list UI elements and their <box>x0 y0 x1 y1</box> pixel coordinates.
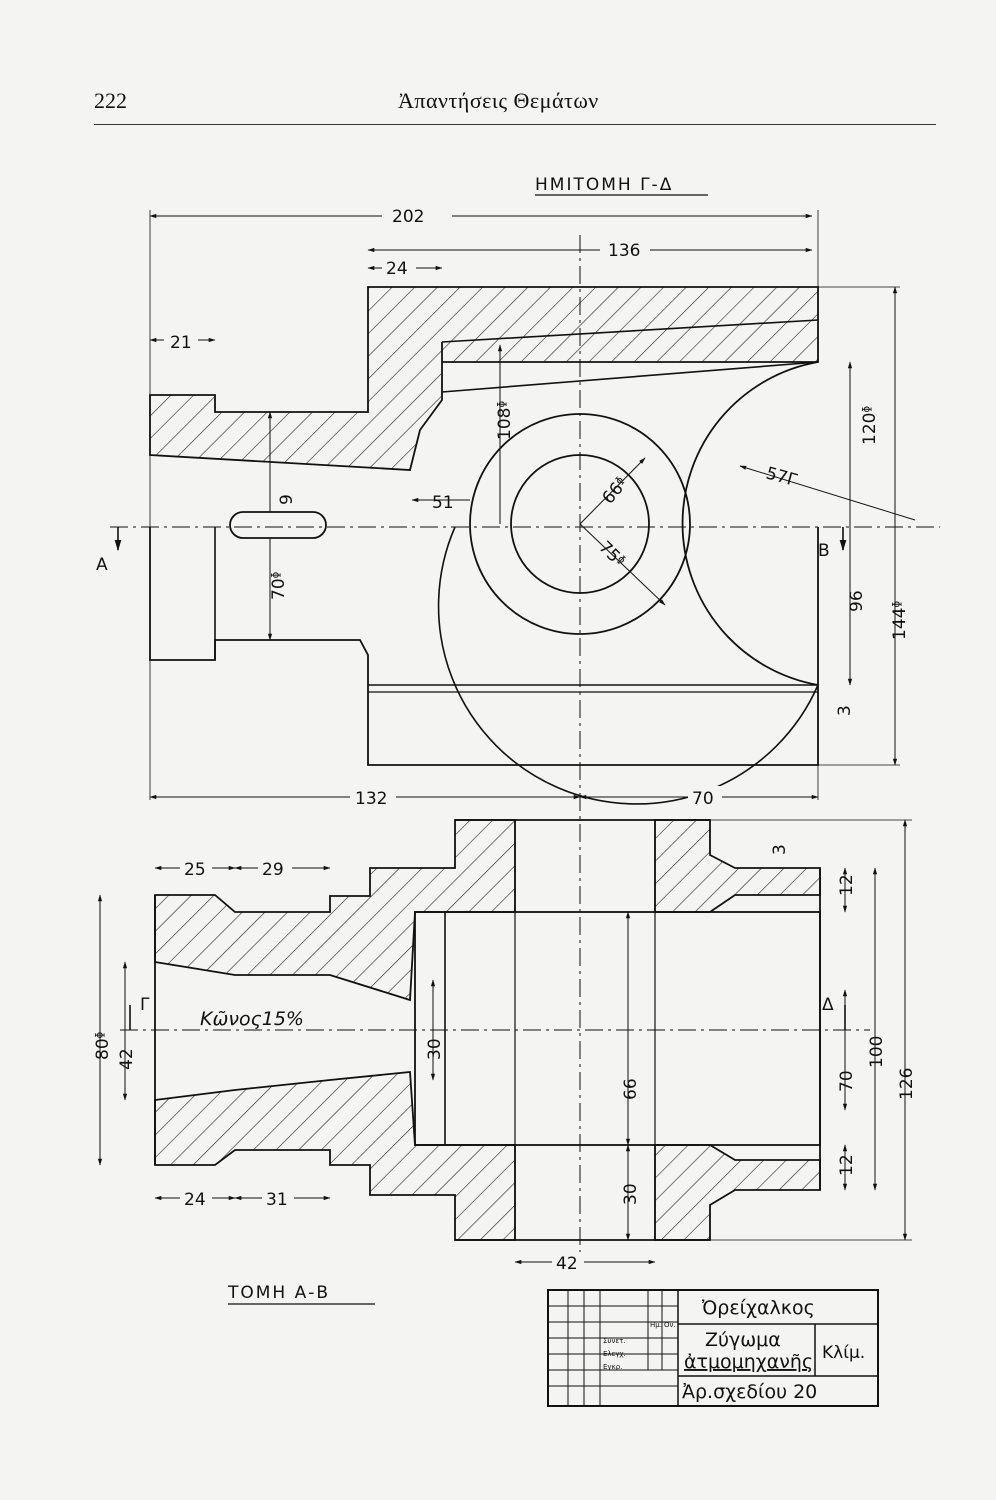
dim-66: 66ᶲ <box>599 473 633 508</box>
tb-col-label-2: Ον. <box>664 1321 676 1329</box>
dim-202: 202 <box>392 207 424 227</box>
dim-bg-42b <box>552 1252 584 1274</box>
page-number: 222 <box>94 88 127 113</box>
dim-70-diameter: 70ᶲ <box>269 571 289 600</box>
dim-66-bore: 66 <box>621 1078 641 1100</box>
dim-30-bore: 30 <box>425 1038 445 1060</box>
section-mark-g: Γ <box>140 995 150 1015</box>
dim-132: 132 <box>355 789 387 809</box>
lower-arc <box>437 526 819 805</box>
dim-bg-24 <box>382 256 416 278</box>
dim-line-66 <box>579 457 646 525</box>
dim-3-bottom: 3 <box>770 844 790 855</box>
bottom-view-title: ΤΟΜΗ Α-Β <box>227 1283 330 1303</box>
page-header: 222 Ἀπαντήσεις Θεμάτων <box>0 0 996 130</box>
slot-outline <box>229 511 327 539</box>
dim-bg-25 <box>180 858 212 880</box>
dim-30-flange: 30 <box>621 1183 641 1205</box>
dim-21: 21 <box>170 333 192 353</box>
top-hatched-body <box>149 286 819 471</box>
dim-31: 31 <box>266 1190 288 1210</box>
dim-bg-21 <box>164 330 198 352</box>
dim-29: 29 <box>262 860 284 880</box>
tb-scale: Κλίμ. <box>822 1343 865 1363</box>
tb-col-label-1: Ημ. <box>650 1321 662 1329</box>
dim-25: 25 <box>184 860 206 880</box>
dim-bg-31 <box>262 1188 294 1210</box>
tb-part-name-2: ἀτμομηχανῆς <box>684 1351 813 1373</box>
dim-12-top: 12 <box>837 874 857 896</box>
bottom-upper-right-hatched <box>654 819 821 913</box>
tb-row-label-1: Συνετ. <box>603 1337 626 1345</box>
dim-70-inner: 70 <box>837 1070 857 1092</box>
bottom-upper-hatched <box>154 819 516 1002</box>
dim-bg-29 <box>258 858 292 880</box>
header-rule <box>94 124 936 125</box>
top-taper-line-2 <box>441 319 819 343</box>
top-lower-outline <box>149 527 819 766</box>
running-title: Ἀπαντήσεις Θεμάτων <box>398 88 599 113</box>
dim-3-top: 3 <box>835 705 855 716</box>
dim-line-57 <box>739 465 916 521</box>
tb-material: Ὀρείχαλκος <box>702 1297 815 1319</box>
dim-9: 9 <box>277 494 297 505</box>
dim-bg-24b <box>180 1188 212 1210</box>
tb-drawing-no: Ἀρ.σχεδίου 20 <box>682 1381 817 1403</box>
dim-bg-136 <box>600 238 650 260</box>
title-block-frame <box>547 1289 879 1407</box>
taper-note: Κῶνος15% <box>200 1008 304 1030</box>
bottom-view: Γ Δ Κῶνος15% 25 29 80ᶲ 42 30 66 30 42 24… <box>93 819 917 1305</box>
dim-96: 96 <box>847 590 867 612</box>
dim-24-top: 24 <box>386 259 408 279</box>
section-mark-d: Δ <box>822 995 834 1015</box>
right-arc <box>681 361 819 686</box>
bore-outline <box>414 911 821 1146</box>
dim-57: 57Γ <box>764 464 800 492</box>
tb-part-name-1: Ζύγωμα <box>705 1329 781 1351</box>
dim-120: 120ᶲ <box>860 406 880 445</box>
dim-42-bottom: 42 <box>556 1254 578 1274</box>
dim-80: 80ᶲ <box>93 1031 113 1060</box>
dim-bg-70b <box>688 786 722 808</box>
title-block: Ημ. Ον. Συνετ. Ελεγχ. Εγκρ. Ὀρείχαλκος Ζ… <box>547 1289 879 1407</box>
dim-144: 144ᶲ <box>890 601 910 640</box>
dim-70-length: 70 <box>692 789 714 809</box>
dim-126: 126 <box>897 1068 917 1100</box>
bottom-lower-right-hatched <box>654 1144 821 1241</box>
dim-bg-202 <box>382 204 452 226</box>
top-view-title: ΗΜΙΤΟΜΗ Γ-Δ <box>535 175 673 195</box>
dim-100: 100 <box>867 1036 887 1068</box>
tb-row-label-2: Ελεγχ. <box>603 1350 626 1358</box>
dim-24-bottom: 24 <box>184 1190 206 1210</box>
dim-bg-132 <box>350 786 396 808</box>
dim-42-left: 42 <box>117 1048 137 1070</box>
section-mark-b: Β <box>818 541 830 561</box>
section-mark-a: Α <box>96 555 108 575</box>
bottom-lower-hatched <box>154 1071 516 1241</box>
tb-row-label-3: Εγκρ. <box>603 1363 622 1371</box>
dim-line-75 <box>579 523 666 606</box>
top-taper-line <box>441 361 819 393</box>
dim-108: 108ᶲ <box>495 401 515 440</box>
dim-12-bottom: 12 <box>837 1154 857 1176</box>
dim-136: 136 <box>608 241 640 261</box>
dim-51: 51 <box>432 493 454 513</box>
top-view: ΗΜΙΤΟΜΗ Γ-Δ Α Β 202 1 <box>96 175 940 1260</box>
